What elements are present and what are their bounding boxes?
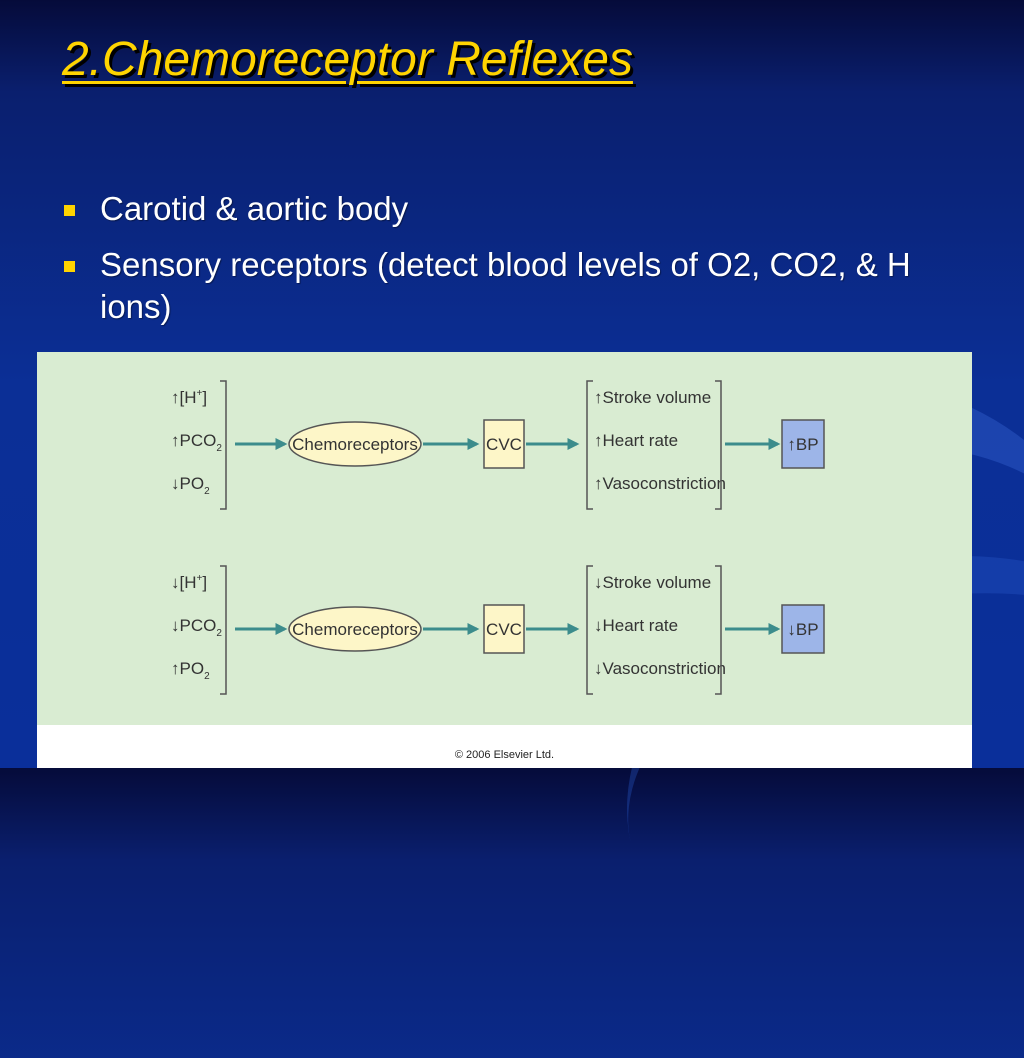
chemoreceptors-label: Chemoreceptors xyxy=(292,435,418,454)
bullet-item: Carotid & aortic body xyxy=(62,188,962,230)
effect-label: ↓Vasoconstriction xyxy=(594,659,726,678)
stimulus-label: ↓PCO2 xyxy=(171,616,222,639)
effect-label: ↑Vasoconstriction xyxy=(594,474,726,493)
effect-label: ↑Stroke volume xyxy=(594,388,711,407)
cvc-node xyxy=(483,419,525,469)
bullet-list: Carotid & aortic body Sensory receptors … xyxy=(62,188,962,342)
stimulus-label: ↓[H+] xyxy=(171,573,207,592)
bullet-square-icon xyxy=(64,205,75,216)
bracket xyxy=(220,565,227,695)
chemoreceptors-node xyxy=(288,421,422,467)
figure-footer xyxy=(37,725,972,768)
reflex-row-2: ↓[H+] ↓PCO2 ↑PO2 Chemoreceptors CVC ↓Stroke v… xyxy=(171,565,825,695)
bracket xyxy=(220,380,227,510)
effect-label: ↑Heart rate xyxy=(594,431,678,450)
bullet-text: Sensory receptors (detect blood levels o… xyxy=(100,246,911,325)
stimulus-label: ↑PCO2 xyxy=(171,431,222,454)
bullet-item: Sensory receptors (detect blood levels o… xyxy=(62,244,962,328)
slide-title: 2.Chemoreceptor Reflexes xyxy=(62,33,633,86)
bp-node xyxy=(781,604,825,654)
effect-label: ↓Stroke volume xyxy=(594,573,711,592)
bracket xyxy=(715,565,722,695)
effect-label: ↓Heart rate xyxy=(594,616,678,635)
copyright-text: © 2006 Elsevier Ltd. xyxy=(454,749,555,761)
bracket xyxy=(586,380,593,510)
bp-label: ↑BP xyxy=(787,435,818,454)
bullet-text: Carotid & aortic body xyxy=(100,190,409,227)
bracket xyxy=(586,565,593,695)
chemoreceptors-node xyxy=(288,606,422,652)
stimulus-label: ↑PO2 xyxy=(171,659,210,682)
stimulus-label: ↓PO2 xyxy=(171,474,210,497)
bracket xyxy=(715,380,722,510)
reflex-row-1: ↑[H+] ↑PCO2 ↓PO2 Chemoreceptors CVC ↑Stroke v… xyxy=(171,380,825,510)
bp-label: ↓BP xyxy=(787,620,818,639)
bp-node xyxy=(781,419,825,469)
cvc-node xyxy=(483,604,525,654)
chemoreceptors-label: Chemoreceptors xyxy=(292,620,418,639)
stimulus-label: ↑[H+] xyxy=(171,388,207,407)
cvc-label: CVC xyxy=(486,620,522,639)
figure-panel xyxy=(37,352,972,725)
cvc-label: CVC xyxy=(486,435,522,454)
bullet-square-icon xyxy=(64,261,75,272)
